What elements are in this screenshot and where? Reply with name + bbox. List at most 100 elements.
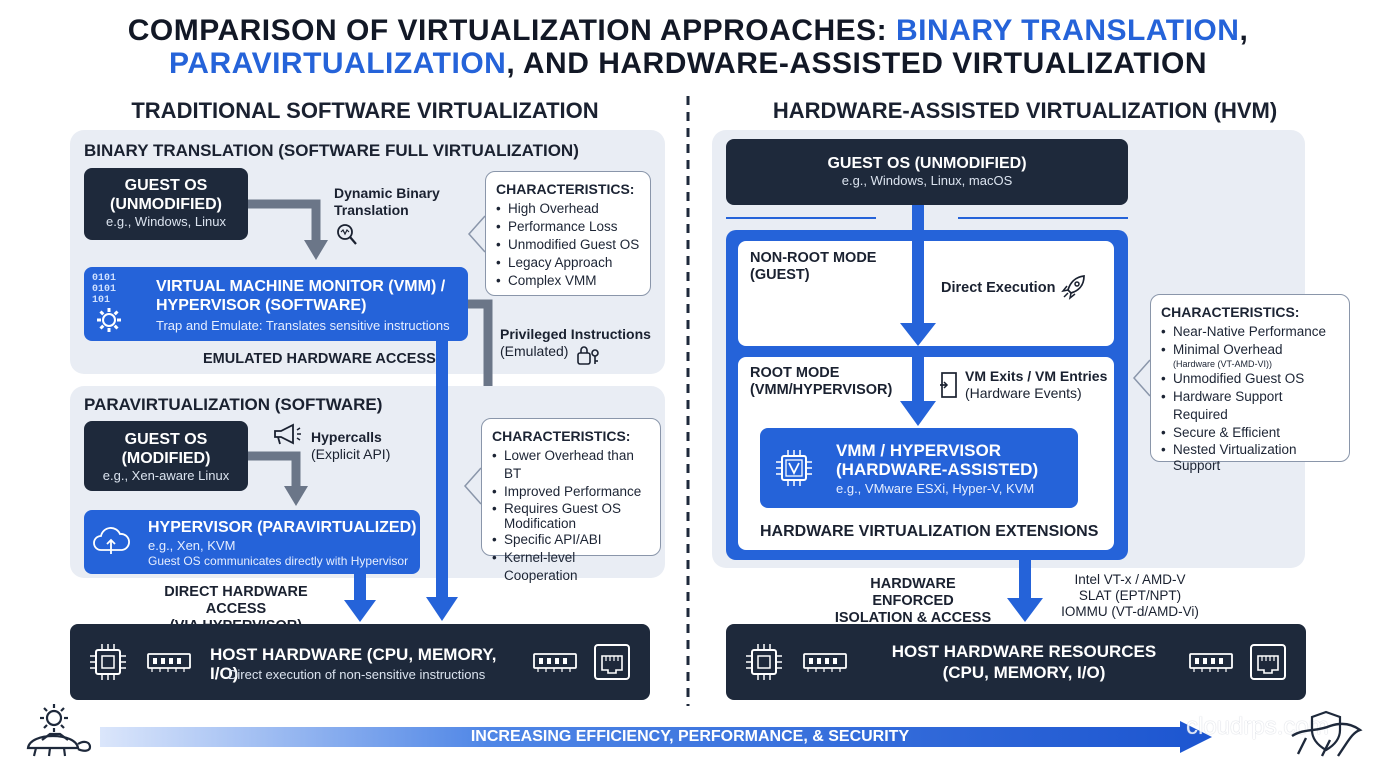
left-host-title: HOST HARDWARE (CPU, MEMORY, I/O) [210, 645, 497, 683]
hvm-char-note: (Hardware (VT-AMD-VI)) [1173, 359, 1273, 369]
direct-execution-label: Direct Execution [941, 280, 1056, 296]
pv-characteristics-title: CHARACTERISTICS: [492, 428, 631, 444]
bt-char-item: Unmodified Guest OS [496, 236, 640, 254]
cpu-v-chip-icon [776, 450, 812, 486]
right-host-title: HOST HARDWARE RESOURCES (CPU, MEMORY, I/… [876, 641, 1172, 683]
right-host-hardware-box: HOST HARDWARE RESOURCES (CPU, MEMORY, I/… [726, 624, 1306, 700]
hvm-guest-os-box: GUEST OS (UNMODIFIED) e.g., Windows, Lin… [726, 139, 1128, 205]
memory-module-icon [147, 653, 191, 672]
root-mode-title-2: (VMM/HYPERVISOR) [750, 382, 893, 398]
pv-hypervisor-title: HYPERVISOR (PARAVIRTUALIZED) [148, 519, 417, 536]
non-root-mode-title-1: NON-ROOT MODE [750, 250, 877, 266]
bt-guest-os-box: GUEST OS (UNMODIFIED) e.g., Windows, Lin… [84, 168, 248, 240]
magnifier-icon [337, 224, 357, 245]
pv-char-item: Specific API/ABI [492, 531, 650, 549]
right-section-header: HARDWARE-ASSISTED VIRTUALIZATION (HVM) [772, 98, 1278, 123]
hvm-separator-lines [726, 217, 1128, 219]
bt-char-item: Performance Loss [496, 218, 640, 236]
bt-chars-bracket [467, 215, 486, 253]
bt-vmm-to-host-arrow [426, 341, 458, 621]
bt-guest-os-title-1: GUEST OS [124, 177, 208, 194]
paravirtualization-title: PARAVIRTUALIZATION (SOFTWARE) [84, 395, 383, 414]
pv-characteristics-box: CHARACTERISTICS: Lower Overhead than BT … [481, 418, 661, 583]
hw-enforced-label-1: HARDWARE ENFORCED [870, 576, 956, 609]
binary-translation-title: BINARY TRANSLATION (SOFTWARE FULL VIRTUA… [84, 141, 579, 160]
hypercalls-label-1: Hypercalls [311, 429, 382, 445]
hvm-char-item: Minimal Overhead (Hardware (VT-AMD-VI)) [1161, 341, 1339, 370]
pv-char-item: Requires Guest OS Modification [492, 501, 650, 531]
hvm-char-item: Unmodified Guest OS [1161, 370, 1339, 388]
vm-exits-label: VM Exits / VM Entries (Hardware Events) [965, 368, 1107, 402]
memory-module-icon [1189, 653, 1233, 672]
priv-label-1: Privileged Instructions [500, 326, 651, 342]
bt-vmm-title-1: VIRTUAL MACHINE MONITOR (VMM) / [156, 278, 446, 295]
cheetah-shield-icon [1291, 710, 1363, 757]
efficiency-arrow [100, 721, 1212, 753]
bt-guest-os-sub: e.g., Windows, Linux [106, 214, 226, 229]
pv-char-item: Improved Performance [492, 483, 650, 501]
hvm-vmm-title-1: VMM / HYPERVISOR [836, 441, 1001, 460]
gear-icon [97, 308, 121, 332]
hw-tech-2: SLAT (EPT/NPT) [1078, 588, 1182, 603]
hvm-vmm-sub: e.g., VMware ESXi, Hyper-V, KVM [836, 481, 1035, 496]
pv-char-item: Lower Overhead than BT [492, 447, 650, 483]
hvm-direct-arrow [900, 205, 936, 426]
priv-label-2: (Emulated) [500, 343, 569, 359]
pv-guest-os-sub: e.g., Xen-aware Linux [102, 468, 230, 483]
turtle-gear-icon [26, 704, 92, 757]
dbt-label-2: Translation [334, 202, 409, 218]
pv-to-host-arrow [344, 574, 376, 622]
hvm-char-item: Nested Virtualization Support [1161, 442, 1339, 474]
privileged-instructions-label: Privileged Instructions (Emulated) [500, 326, 651, 360]
watermark: cloudrps.com [1186, 713, 1329, 740]
non-root-mode-title-2: (GUEST) [750, 267, 810, 283]
vm-exits-label-1: VM Exits / VM Entries [965, 368, 1108, 384]
binary-bits-icon: 0101 0101 101 [92, 273, 117, 306]
pv-guest-os-title-2: (MODIFIED) [121, 450, 211, 467]
hypercalls-label-2: (Explicit API) [311, 446, 391, 462]
hvm-char-item-text: Minimal Overhead [1173, 342, 1283, 357]
bt-guest-to-vmm-arrow [248, 199, 328, 260]
hvm-char-item: Hardware Support Required [1161, 388, 1339, 424]
hvm-char-item: Near-Native Performance [1161, 323, 1339, 341]
hvm-chars-bracket [1132, 359, 1151, 397]
bt-vmm-box: 0101 0101 101 VIRTUAL MACHINE MONITOR (V… [84, 267, 468, 341]
left-section-header: TRADITIONAL SOFTWARE VIRTUALIZATION [131, 98, 599, 123]
center-divider [686, 96, 690, 706]
network-port-icon [594, 644, 630, 680]
rocket-icon [1061, 275, 1085, 300]
pv-guest-os-title-1: GUEST OS [124, 431, 208, 448]
hvm-char-item: Secure & Efficient [1161, 424, 1339, 442]
dbt-label: Dynamic Binary Translation [334, 185, 440, 219]
hvm-to-host-arrow [1007, 560, 1043, 622]
dbt-label-1: Dynamic Binary [334, 185, 440, 201]
hw-enforced-label: HARDWARE ENFORCED ISOLATION & ACCESS [828, 576, 998, 627]
right-host-title-1: HOST HARDWARE RESOURCES [891, 642, 1157, 661]
megaphone-icon [274, 423, 301, 445]
hvm-characteristics-box: CHARACTERISTICS: Near-Native Performance… [1150, 294, 1350, 473]
vm-exits-label-2: (Hardware Events) [965, 385, 1082, 401]
pv-guest-to-hyp-arrow [248, 451, 308, 506]
hvm-guest-os-sub: e.g., Windows, Linux, macOS [841, 173, 1013, 188]
cpu-chip-icon [746, 644, 782, 680]
bt-char-item: High Overhead [496, 200, 640, 218]
left-host-hardware-box: HOST HARDWARE (CPU, MEMORY, I/O) Direct … [70, 624, 650, 700]
hvm-vmm-title-2: (HARDWARE-ASSISTED) [836, 460, 1039, 479]
hw-tech-1: Intel VT-x / AMD-V [1074, 572, 1186, 587]
main-title-line-2: PARAVIRTUALIZATION, AND HARDWARE-ASSISTE… [169, 47, 1207, 80]
hw-enforced-label-2: ISOLATION & ACCESS [834, 610, 992, 626]
memory-module-icon [533, 653, 577, 672]
bt-char-item: Legacy Approach [496, 254, 640, 272]
pv-chars-bracket [463, 467, 482, 505]
bt-characteristics-box: CHARACTERISTICS: High Overhead Performan… [485, 171, 651, 296]
hvm-vmm-box: VMM / HYPERVISOR (HARDWARE-ASSISTED) e.g… [760, 428, 1078, 508]
bt-char-item: Complex VMM [496, 272, 640, 290]
bt-characteristics-title: CHARACTERISTICS: [496, 181, 635, 197]
pv-hypervisor-box: HYPERVISOR (PARAVIRTUALIZED) e.g., Xen, … [84, 510, 420, 574]
efficiency-arrow-label: INCREASING EFFICIENCY, PERFORMANCE, & SE… [470, 728, 910, 745]
right-host-title-2: (CPU, MEMORY, I/O) [942, 663, 1106, 682]
network-port-icon [1250, 644, 1286, 680]
bt-vmm-sub: Trap and Emulate: Translates sensitive i… [156, 318, 450, 333]
cloud-upload-icon [93, 527, 130, 554]
hypercalls-label: Hypercalls (Explicit API) [311, 429, 390, 463]
